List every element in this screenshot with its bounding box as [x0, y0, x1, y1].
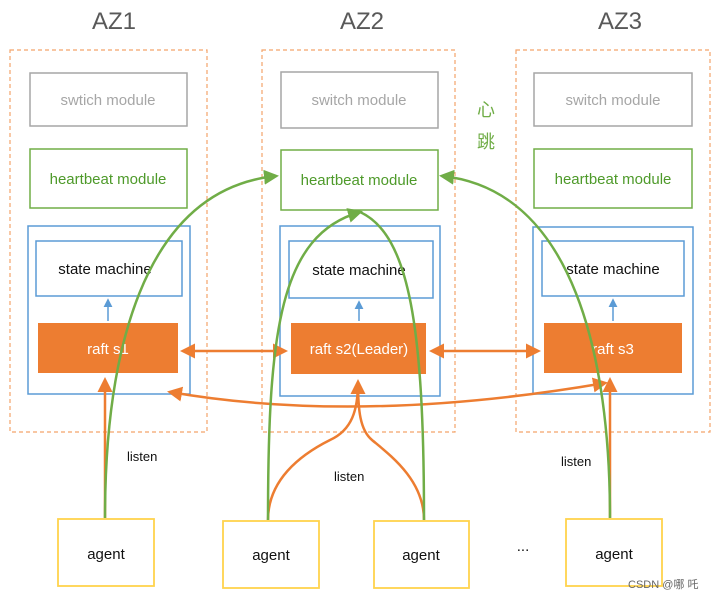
az3-raft-node	[544, 323, 682, 373]
az1-state-label: state machine	[58, 261, 151, 278]
az2-raft-label: raft s2(Leader)	[310, 341, 408, 358]
az2-zone	[261, 49, 456, 433]
az1-heartbeat-module	[29, 148, 188, 209]
agent1-heartbeat-arrow	[103, 169, 279, 519]
agent-label-2: agent	[252, 547, 290, 564]
az1-inner-container	[27, 225, 191, 395]
az1-zone	[9, 49, 208, 433]
heartbeat-label-char-2: 跳	[477, 132, 495, 152]
az2-raft-node	[291, 323, 426, 374]
agent-box-3	[373, 520, 470, 589]
az3-switch-label: switch module	[565, 92, 660, 109]
agent4-heartbeat-arrow	[439, 169, 612, 519]
az2-state-label: state machine	[312, 262, 405, 279]
agent-label-4: agent	[595, 546, 633, 563]
az1-title: AZ1	[91, 8, 136, 35]
az3-heartbeat-module	[533, 148, 693, 209]
watermark: CSDN @哪 吒	[628, 579, 699, 591]
raft-s1-s3-arc	[167, 377, 608, 408]
agent-box-2	[222, 520, 320, 589]
az1-state-machine	[35, 240, 183, 297]
heartbeat-label-char-1: 心	[477, 100, 495, 120]
agent3-listen-arrow	[356, 381, 426, 521]
az2-heartbeat-module	[280, 149, 439, 211]
az3-zone	[515, 49, 711, 433]
az3-raft-label: raft s3	[592, 341, 634, 358]
az2-title: AZ2	[339, 8, 384, 35]
az3-switch-module	[533, 72, 693, 127]
listen-label-2: listen	[334, 469, 364, 484]
agent-label-3: agent	[402, 547, 440, 564]
az1-raft-label: raft s1	[87, 341, 129, 358]
listen-label-3: listen	[561, 454, 591, 469]
agent3-heartbeat-arrow	[359, 210, 426, 521]
az2-switch-label: switch module	[311, 92, 406, 109]
az1-raft-node	[38, 323, 178, 373]
agent-label-1: agent	[87, 546, 125, 563]
agent-ellipsis: ...	[517, 538, 530, 555]
az3-heartbeat-label: heartbeat module	[555, 171, 672, 188]
agent2-heartbeat-arrow	[266, 208, 363, 521]
listen-label-1: listen	[127, 449, 157, 464]
az1-switch-module	[29, 72, 188, 127]
az3-title: AZ3	[597, 8, 642, 35]
az3-state-label: state machine	[566, 261, 659, 278]
az2-heartbeat-label: heartbeat module	[301, 172, 418, 189]
az1-switch-label: swtich module	[60, 92, 155, 109]
agent2-listen-arrow	[266, 379, 366, 521]
agent-box-1	[57, 518, 155, 587]
agent-box-4	[565, 518, 663, 587]
az2-switch-module	[280, 71, 439, 129]
az2-state-machine	[288, 240, 434, 299]
az1-heartbeat-label: heartbeat module	[50, 171, 167, 188]
az3-inner-container	[532, 226, 694, 395]
